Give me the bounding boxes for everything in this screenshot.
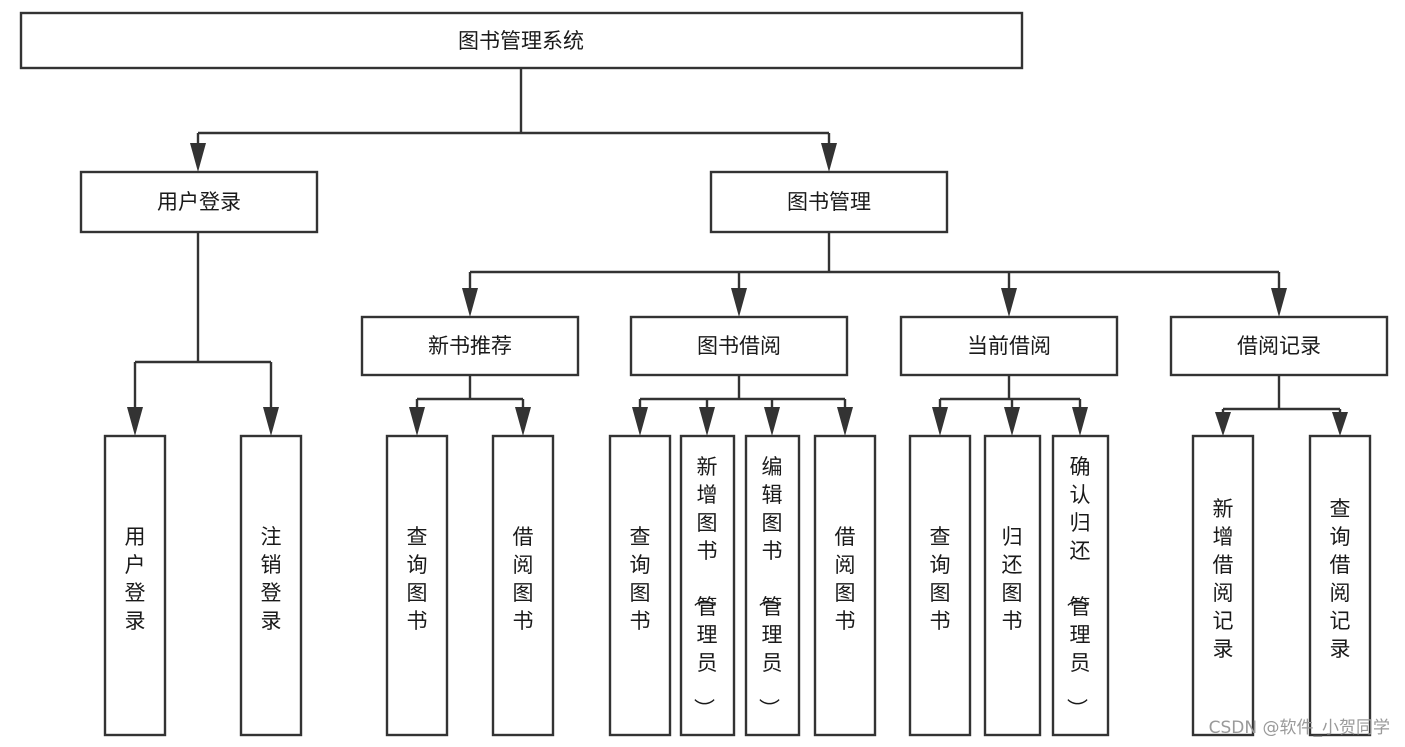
node-leaf-query-book-1-label: 查询图书 bbox=[407, 525, 428, 633]
node-leaf-query-book-2[interactable]: 查询图书 bbox=[608, 434, 672, 737]
arrow-head-book-borrow bbox=[731, 288, 747, 317]
node-leaf-query-book-3-label: 查询图书 bbox=[930, 525, 951, 633]
node-current-borrow-label: 当前借阅 bbox=[967, 334, 1051, 358]
node-book-borrow-label: 图书借阅 bbox=[697, 334, 781, 358]
node-new-book-recommend-box[interactable] bbox=[360, 315, 580, 377]
node-leaf-user-login[interactable]: 用户登录 bbox=[103, 434, 167, 737]
arrow-head-leaf-query-book-1 bbox=[409, 407, 425, 436]
node-root[interactable]: 图书管理系统 bbox=[19, 11, 1024, 70]
arrow-head-leaf-query-book-3 bbox=[932, 407, 948, 436]
node-leaf-borrow-book-2[interactable]: 借阅图书 bbox=[813, 434, 877, 737]
node-leaf-query-book-1[interactable]: 查询图书 bbox=[385, 434, 449, 737]
node-leaf-query-borrow-record[interactable]: 查询借阅记录 bbox=[1308, 434, 1372, 737]
node-book-management[interactable]: 图书管理 bbox=[709, 170, 949, 234]
csdn-watermark: CSDN @软件_小贺同学 bbox=[1209, 718, 1390, 738]
node-borrow-record-box[interactable] bbox=[1169, 315, 1389, 377]
node-leaf-confirm-return-label: 确认归还（管理员） bbox=[1065, 455, 1091, 719]
node-user-login-label: 用户登录 bbox=[157, 190, 241, 214]
node-leaf-add-borrow-record-label: 新增借阅记录 bbox=[1213, 497, 1234, 661]
node-new-book-recommend[interactable]: 新书推荐 bbox=[360, 315, 580, 377]
node-borrow-record-label: 借阅记录 bbox=[1237, 334, 1321, 358]
node-user-login[interactable]: 用户登录 bbox=[79, 170, 319, 234]
node-leaf-add-borrow-record-box[interactable] bbox=[1191, 434, 1255, 737]
node-book-management-box[interactable] bbox=[709, 170, 949, 234]
node-leaf-logout-login-box[interactable] bbox=[239, 434, 303, 737]
node-leaf-add-book-label: 新增图书（管理员） bbox=[692, 455, 718, 719]
connector-layer bbox=[127, 68, 1348, 436]
node-leaf-query-book-2-box[interactable] bbox=[608, 434, 672, 737]
arrow-head-current-borrow bbox=[1001, 288, 1017, 317]
arrow-head-user-login bbox=[190, 143, 206, 172]
node-book-borrow[interactable]: 图书借阅 bbox=[629, 315, 849, 377]
node-leaf-query-book-1-box[interactable] bbox=[385, 434, 449, 737]
arrow-head-leaf-query-book-2 bbox=[632, 407, 648, 436]
node-leaf-confirm-return[interactable]: 确认归还（管理员） bbox=[1051, 434, 1110, 737]
arrow-head-leaf-borrow-book-2 bbox=[837, 407, 853, 436]
arrow-head-book-management bbox=[821, 143, 837, 172]
node-leaf-confirm-return-box[interactable] bbox=[1051, 434, 1110, 737]
node-leaf-logout-login[interactable]: 注销登录 bbox=[239, 434, 303, 737]
node-new-book-recommend-label: 新书推荐 bbox=[428, 334, 512, 358]
node-leaf-edit-book-label: 编辑图书（管理员） bbox=[757, 455, 783, 719]
node-leaf-borrow-book-1-box[interactable] bbox=[491, 434, 555, 737]
node-leaf-borrow-book-2-label: 借阅图书 bbox=[835, 525, 856, 633]
node-leaf-add-book-box[interactable] bbox=[679, 434, 736, 737]
arrow-head-borrow-record bbox=[1271, 288, 1287, 317]
node-leaf-add-book[interactable]: 新增图书（管理员） bbox=[679, 434, 736, 737]
node-leaf-user-login-label: 用户登录 bbox=[125, 525, 146, 633]
node-book-borrow-box[interactable] bbox=[629, 315, 849, 377]
node-user-login-box[interactable] bbox=[79, 170, 319, 234]
node-leaf-return-book[interactable]: 归还图书 bbox=[983, 434, 1042, 737]
node-leaf-query-borrow-record-box[interactable] bbox=[1308, 434, 1372, 737]
node-leaf-query-borrow-record-label: 查询借阅记录 bbox=[1330, 497, 1351, 661]
node-root-box[interactable] bbox=[19, 11, 1024, 70]
arrow-head-leaf-edit-book bbox=[764, 407, 780, 436]
node-root-label: 图书管理系统 bbox=[458, 29, 584, 53]
arrow-head-leaf-return-book bbox=[1004, 407, 1020, 436]
node-current-borrow-box[interactable] bbox=[899, 315, 1119, 377]
node-leaf-query-book-2-label: 查询图书 bbox=[630, 525, 651, 633]
node-leaf-borrow-book-2-box[interactable] bbox=[813, 434, 877, 737]
node-leaf-return-book-label: 归还图书 bbox=[1002, 525, 1023, 633]
arrow-head-leaf-user-login bbox=[127, 407, 143, 436]
node-book-management-label: 图书管理 bbox=[787, 190, 871, 214]
arrow-head-leaf-borrow-book-1 bbox=[515, 407, 531, 436]
arrow-head-leaf-add-borrow-record bbox=[1215, 412, 1231, 436]
arrow-head-leaf-add-book bbox=[699, 407, 715, 436]
node-leaf-query-book-3[interactable]: 查询图书 bbox=[908, 434, 972, 737]
node-leaf-return-book-box[interactable] bbox=[983, 434, 1042, 737]
node-leaf-borrow-book-1[interactable]: 借阅图书 bbox=[491, 434, 555, 737]
arrow-head-leaf-confirm-return bbox=[1072, 407, 1088, 436]
arrow-head-new-book-recommend bbox=[462, 288, 478, 317]
node-leaf-edit-book[interactable]: 编辑图书（管理员） bbox=[744, 434, 801, 737]
node-borrow-record[interactable]: 借阅记录 bbox=[1169, 315, 1389, 377]
node-leaf-edit-book-box[interactable] bbox=[744, 434, 801, 737]
node-leaf-logout-login-label: 注销登录 bbox=[261, 525, 282, 633]
arrow-head-leaf-logout-login bbox=[263, 407, 279, 436]
node-leaf-user-login-box[interactable] bbox=[103, 434, 167, 737]
node-leaf-query-book-3-box[interactable] bbox=[908, 434, 972, 737]
node-current-borrow[interactable]: 当前借阅 bbox=[899, 315, 1119, 377]
arrow-head-leaf-query-borrow-record bbox=[1332, 412, 1348, 436]
node-leaf-add-borrow-record[interactable]: 新增借阅记录 bbox=[1191, 434, 1255, 737]
node-leaf-borrow-book-1-label: 借阅图书 bbox=[513, 525, 534, 633]
